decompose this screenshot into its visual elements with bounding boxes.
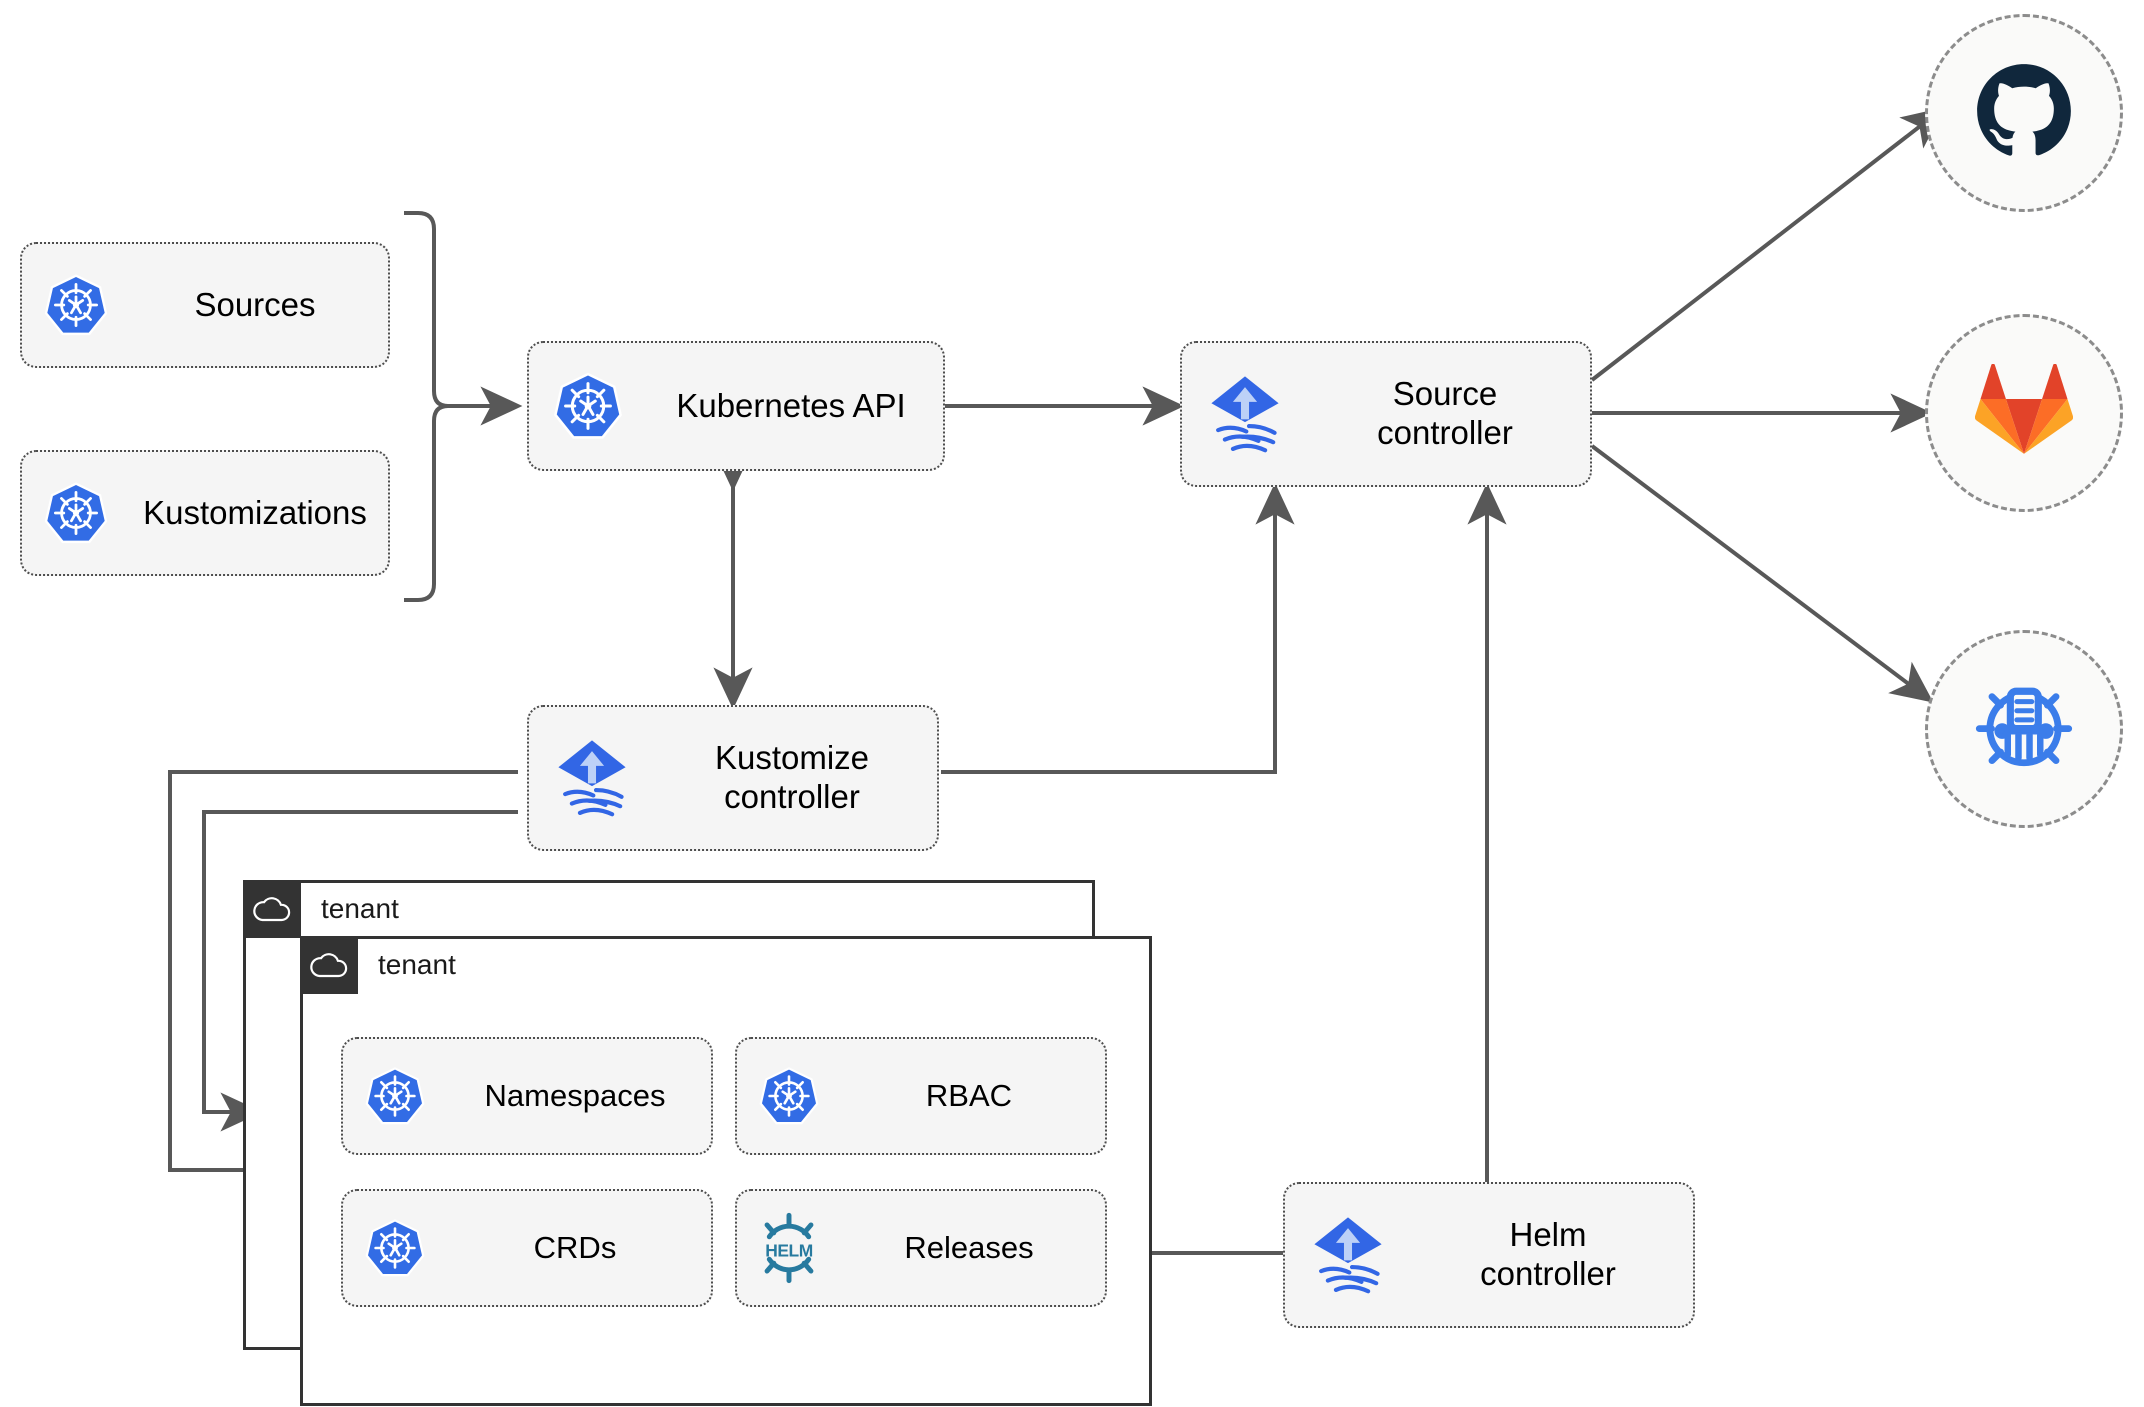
node-label: RBAC xyxy=(925,1077,1013,1113)
cloud-icon xyxy=(243,880,301,938)
node-label: Kustomize controller xyxy=(714,739,870,815)
kubernetes-icon xyxy=(343,1216,447,1280)
cloud-icon xyxy=(300,936,358,994)
node-label: Sources xyxy=(194,285,316,323)
kubernetes-icon xyxy=(22,479,130,547)
node-crds[interactable]: CRDs xyxy=(341,1189,713,1307)
kubernetes-icon xyxy=(737,1064,841,1128)
flux-icon xyxy=(1182,371,1308,457)
flux-icon xyxy=(1285,1212,1411,1298)
gitlab-icon xyxy=(1974,363,2074,463)
node-kustomize-controller[interactable]: Kustomize controller xyxy=(527,705,939,851)
tenant-label: tenant xyxy=(321,893,399,924)
node-kustomizations[interactable]: Kustomizations xyxy=(20,450,390,576)
flux-icon xyxy=(529,735,655,821)
node-label: Source controller xyxy=(1377,375,1513,451)
node-rbac[interactable]: RBAC xyxy=(735,1037,1107,1155)
tenant-label: tenant xyxy=(378,949,456,980)
node-label: CRDs xyxy=(533,1229,617,1265)
kubernetes-icon xyxy=(22,271,130,339)
edge-source-to-helm-repository xyxy=(1590,444,1934,703)
provider-helm-repository[interactable] xyxy=(1925,630,2123,828)
node-kubernetes-api[interactable]: Kubernetes API xyxy=(527,341,945,471)
node-label: Releases xyxy=(904,1229,1034,1265)
tenant-header-1: tenant xyxy=(243,880,399,938)
node-label: Kubernetes API xyxy=(676,386,906,424)
node-source-controller[interactable]: Source controller xyxy=(1180,341,1592,487)
node-namespaces[interactable]: Namespaces xyxy=(341,1037,713,1155)
node-helm-controller[interactable]: Helm controller xyxy=(1283,1182,1695,1328)
node-label: Namespaces xyxy=(484,1077,666,1113)
tenant-container-2[interactable]: tenant xyxy=(300,936,1152,1406)
provider-github[interactable] xyxy=(1925,14,2123,212)
svg-text:HELM: HELM xyxy=(765,1240,813,1260)
node-sources[interactable]: Sources xyxy=(20,242,390,368)
node-label: Helm controller xyxy=(1480,1216,1616,1292)
node-releases[interactable]: HELM Releases xyxy=(735,1189,1107,1307)
github-icon xyxy=(1974,61,2074,166)
kubernetes-icon xyxy=(343,1064,447,1128)
edge-kustomize-to-source xyxy=(941,482,1295,774)
edge-source-to-github xyxy=(1590,107,1945,382)
kubernetes-icon xyxy=(529,369,647,443)
node-label: Kustomizations xyxy=(143,493,367,531)
edge-group-bracket xyxy=(404,211,449,602)
provider-gitlab[interactable] xyxy=(1925,314,2123,512)
tenant-header-2: tenant xyxy=(300,936,456,994)
helm-repository-icon xyxy=(1972,675,2076,784)
helm-icon: HELM xyxy=(737,1212,841,1284)
